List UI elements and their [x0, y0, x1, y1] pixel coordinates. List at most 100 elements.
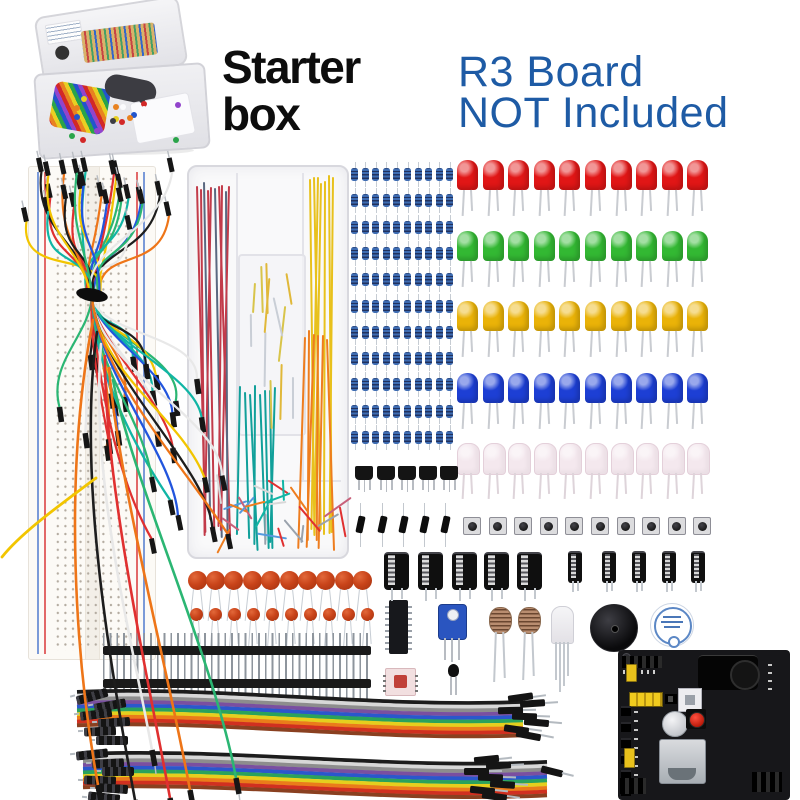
led-yellow [636, 301, 658, 331]
led-leg [615, 330, 619, 358]
led-leg [692, 402, 695, 430]
barrel-jack-opening [730, 660, 760, 690]
led-leg [564, 330, 567, 358]
wire [21, 207, 29, 223]
resistor [351, 194, 358, 208]
led-green [585, 231, 606, 261]
capacitor-leg [435, 588, 437, 599]
resistor [393, 325, 401, 339]
resistor [435, 168, 443, 181]
resistor [404, 168, 411, 181]
resistor [435, 325, 443, 339]
kit-part-dot [81, 96, 88, 103]
led-blue [508, 373, 530, 403]
wire [143, 363, 151, 380]
wire [42, 161, 51, 177]
led-leg [666, 260, 670, 288]
led-leg [674, 330, 678, 353]
module-silkscreen [634, 710, 638, 794]
resistor [435, 273, 443, 287]
transistor-leg [427, 480, 429, 492]
capacitor-stripe [456, 555, 463, 585]
breadboard-rail-blue [143, 172, 145, 654]
capacitor-leg [534, 588, 536, 599]
usb-b-inner [685, 695, 695, 705]
capacitor-stripe [605, 554, 610, 578]
led-leg [615, 402, 619, 430]
led-green [687, 231, 709, 261]
rgb-led-leg [563, 642, 565, 686]
kit-part-dot [138, 97, 145, 104]
dupont-wire-tip [96, 770, 101, 772]
buzzer-hole [611, 625, 619, 633]
tactile-button [642, 517, 661, 535]
button-cap [672, 521, 682, 531]
resistor [446, 194, 454, 208]
slide-switch [665, 694, 677, 704]
tactile-button [616, 517, 635, 535]
usb-a-slot [668, 768, 696, 780]
wire [124, 214, 133, 230]
led-yellow [687, 301, 709, 331]
wire [80, 184, 101, 297]
wire [201, 477, 210, 493]
thermistor-leg [450, 677, 452, 695]
resistor [393, 299, 401, 313]
wire [137, 182, 141, 190]
led-white [559, 443, 583, 475]
button-cap [697, 521, 707, 531]
kit-part-dot [73, 104, 80, 111]
dupont-female-connector [102, 767, 134, 776]
capacitor-leg [700, 581, 702, 591]
button-cap [467, 521, 477, 531]
wire [35, 157, 44, 173]
wire [76, 711, 524, 728]
led-leg [589, 402, 593, 430]
lid-dark-part [54, 44, 71, 61]
wire [82, 432, 90, 449]
kit-part-dot [69, 132, 76, 139]
resistor [361, 168, 369, 181]
wire [76, 700, 524, 717]
capacitor-stripe [694, 554, 699, 578]
transistor [440, 466, 458, 480]
led-leg [487, 472, 491, 500]
resistor [446, 246, 454, 260]
kit-part-dot [140, 100, 147, 107]
led-red [559, 160, 581, 190]
disc-lead [355, 588, 360, 621]
usb-b-socket [678, 688, 702, 712]
wire [101, 189, 110, 205]
wire [122, 183, 131, 199]
tactile-button [565, 517, 584, 535]
kit-part-dot [127, 115, 134, 122]
led-leg [674, 260, 678, 283]
wire [166, 157, 175, 173]
jumper-cap-yellow [626, 664, 637, 682]
kit-part-dot [119, 104, 126, 111]
led-green [508, 231, 530, 261]
resistor [446, 404, 454, 418]
wire [76, 703, 524, 720]
button-cap [493, 521, 503, 531]
disc-capacitor-large [261, 571, 281, 590]
resistor [393, 404, 401, 418]
resistor [414, 194, 422, 208]
led-leg [666, 402, 670, 430]
capacitor-leg [469, 588, 471, 599]
resistor [372, 246, 380, 260]
disc-capacitor-small [322, 608, 336, 621]
led-leg [572, 330, 575, 353]
capacitor-leg [401, 588, 403, 599]
transistor [377, 466, 395, 480]
resistor [361, 325, 369, 339]
led-yellow [585, 301, 606, 331]
kit-part-dot [113, 104, 120, 111]
title-line-2: box [222, 88, 301, 140]
resistor [382, 273, 390, 287]
led-leg [521, 330, 524, 353]
note-line-2: NOT Included [458, 89, 729, 137]
resistor [351, 325, 358, 339]
wire [89, 170, 174, 297]
